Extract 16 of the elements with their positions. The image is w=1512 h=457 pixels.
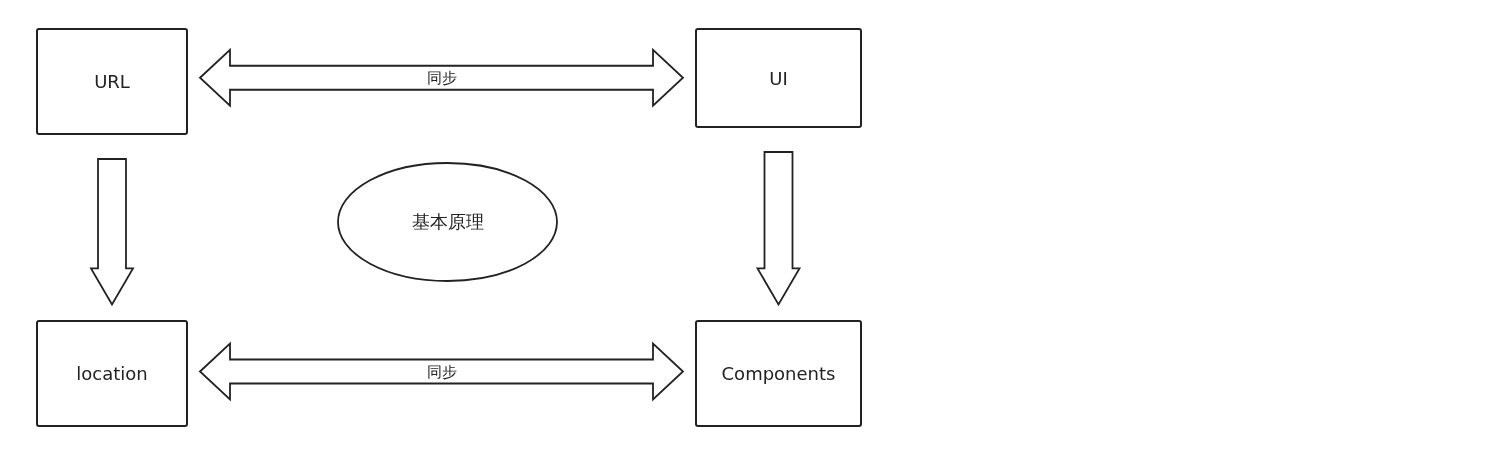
- process-box: [695, 320, 862, 427]
- ellipse-node: [337, 162, 558, 282]
- edge-label: 同步: [426, 364, 457, 379]
- block-arrow: [198, 47, 685, 108]
- block-arrow: [198, 341, 685, 402]
- node-label: UI: [769, 67, 788, 89]
- process-box: [36, 28, 188, 135]
- node-label: URL: [94, 71, 130, 92]
- block-arrow: [755, 151, 802, 307]
- node-label: 基本原理: [411, 210, 484, 234]
- process-box: [695, 28, 862, 128]
- process-box: [36, 320, 188, 427]
- node-label: location: [76, 363, 148, 384]
- edge-label: 同步: [426, 70, 457, 86]
- node-label: Components: [721, 363, 836, 384]
- block-arrow: [89, 158, 135, 307]
